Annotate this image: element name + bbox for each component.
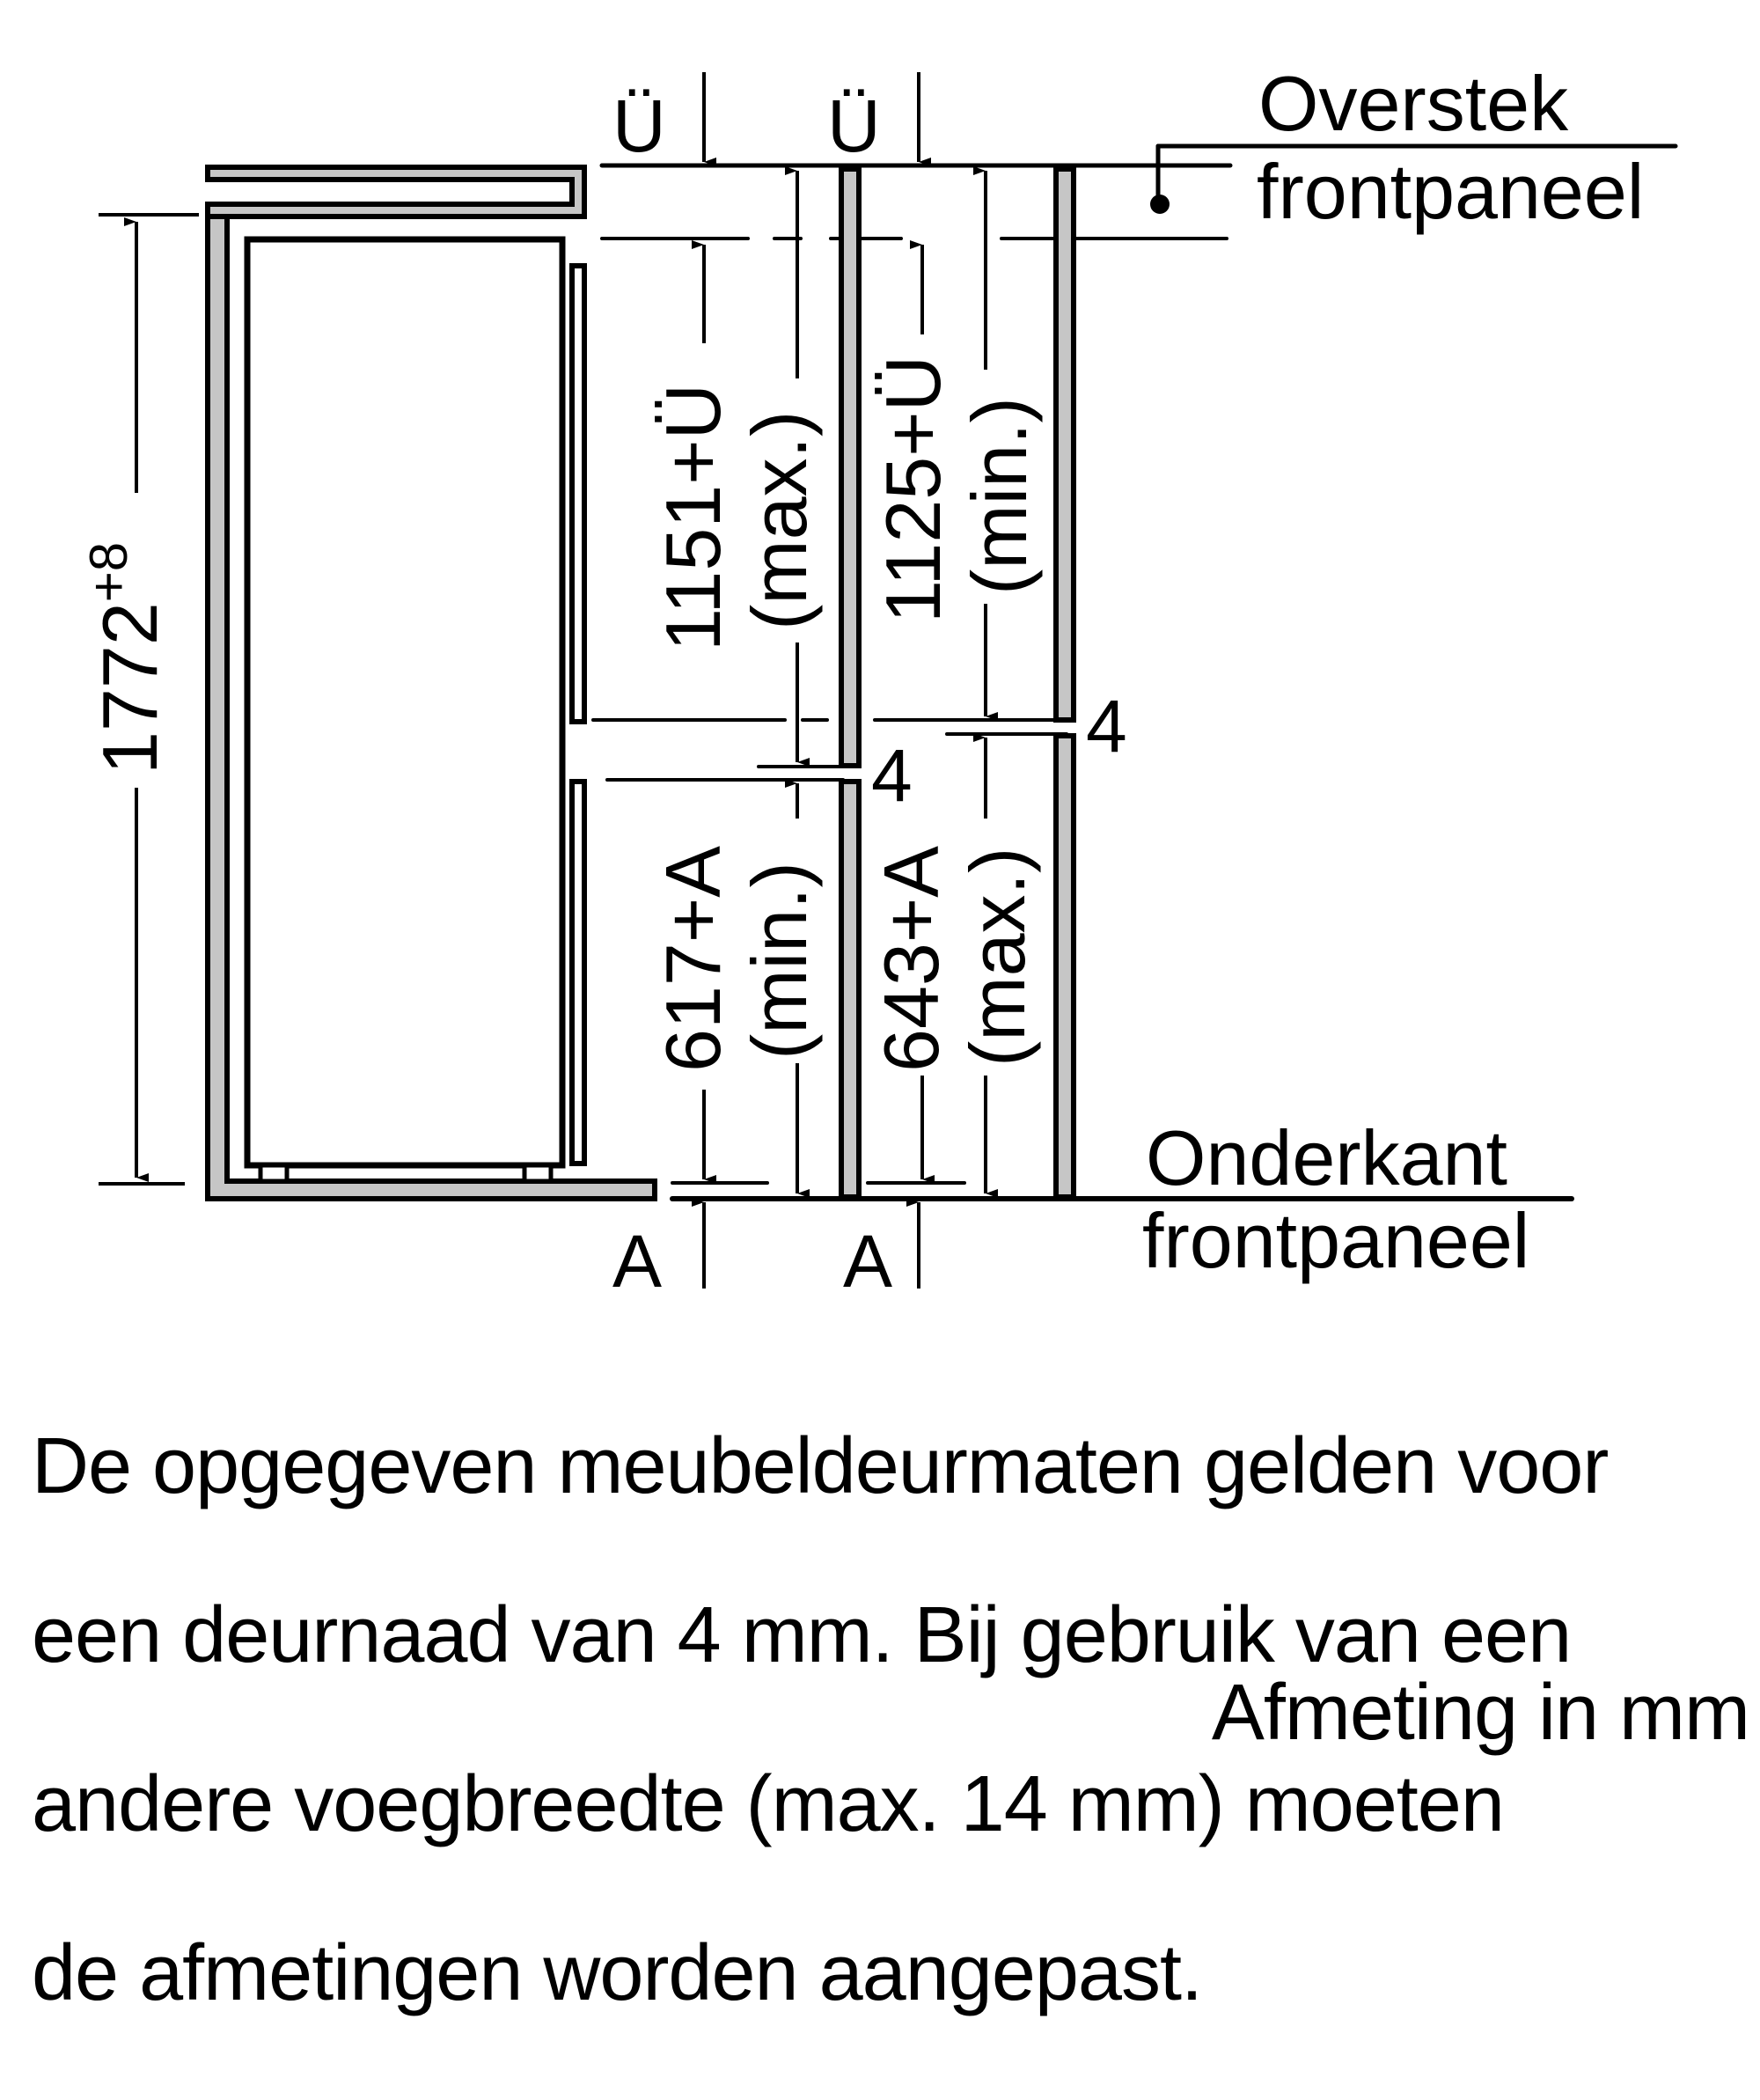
lower-left-qualifier: (min.) xyxy=(736,862,823,1060)
gap-label-right: 4 xyxy=(1086,685,1127,767)
overstek-label-line1: Overstek xyxy=(1258,60,1569,147)
total-height-dimension: 1772+8 xyxy=(79,213,199,1186)
overhang-symbol-left: Ü xyxy=(612,84,666,167)
upper-left-qualifier: (max.) xyxy=(736,411,823,630)
note-line: De opgegeven meubeldeurmaten gelden voor xyxy=(32,1422,1609,1510)
overhang-arrows xyxy=(702,72,931,166)
overhang-symbol-right: Ü xyxy=(827,84,881,167)
upper-dimension-arrows xyxy=(692,166,998,767)
installation-diagram: 1772+8 Ü Ü xyxy=(79,60,1678,1303)
bottom-symbol-right: A xyxy=(843,1220,892,1303)
lower-left-dimension: 617+A xyxy=(649,846,737,1072)
overstek-label-line2: frontpaneel xyxy=(1257,148,1644,235)
door-panels xyxy=(839,166,1076,1200)
onderkant-label-line1: Onderkant xyxy=(1146,1114,1507,1201)
bottom-symbol-left: A xyxy=(612,1220,662,1303)
upper-right-dimension: 1125+Ü xyxy=(869,356,957,623)
lower-right-qualifier: (max.) xyxy=(954,848,1041,1067)
upper-right-qualifier: (min.) xyxy=(956,397,1043,595)
gap-label-left: 4 xyxy=(871,734,913,817)
note-line: andere voegbreedte (max. 14 mm) moeten xyxy=(32,1760,1505,1848)
onderkant-label-line2: frontpaneel xyxy=(1142,1197,1529,1284)
cabinet-niche xyxy=(205,165,657,1201)
reference-lines xyxy=(591,143,1678,1201)
lower-dimension-arrows xyxy=(692,733,998,1289)
appliance-body xyxy=(244,236,587,1184)
total-height-label: 1772+8 xyxy=(79,542,173,775)
lower-right-dimension: 643+A xyxy=(868,846,955,1072)
unit-label: Afmeting in mm xyxy=(1211,1669,1750,1757)
note-line: een deurnaad van 4 mm. Bij gebruik van e… xyxy=(32,1591,1572,1679)
upper-left-dimension: 1151+Ü xyxy=(649,384,737,651)
overstek-marker-dot xyxy=(1150,195,1170,214)
note-line: de afmetingen worden aangepast. xyxy=(32,1929,1203,2017)
